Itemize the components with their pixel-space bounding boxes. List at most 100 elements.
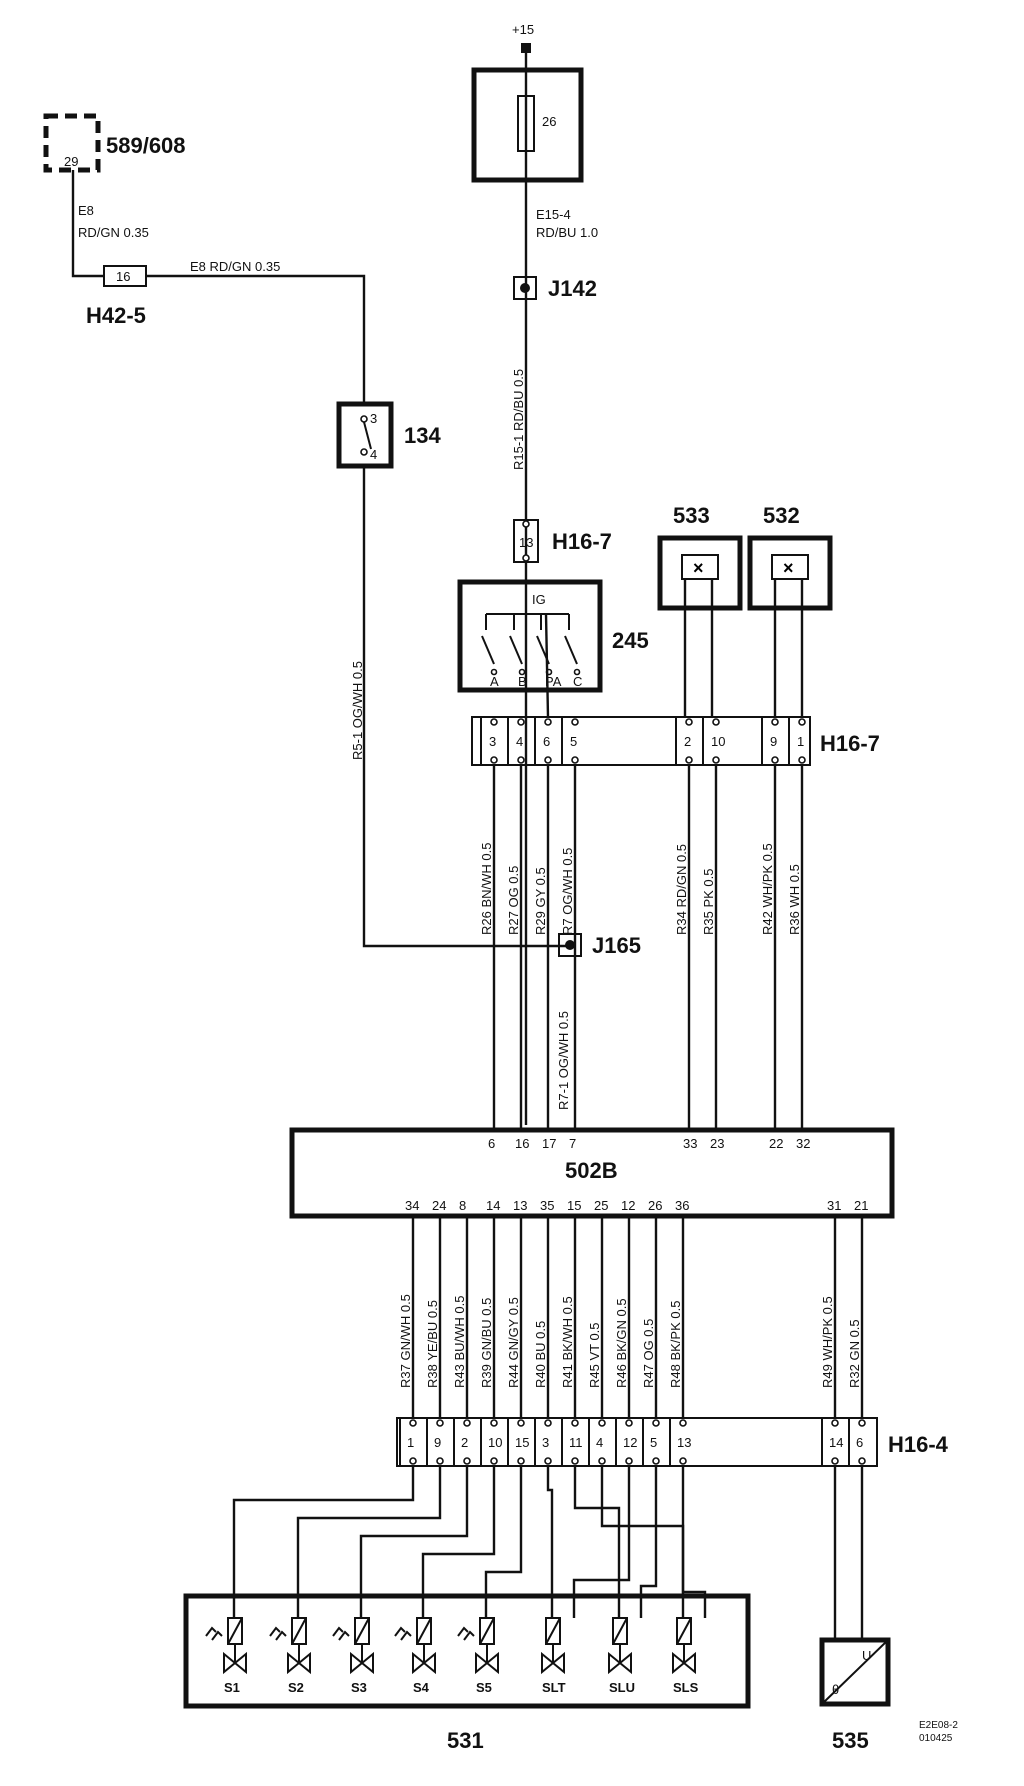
svg-text:134: 134 — [404, 423, 441, 448]
solenoid-valve: SLS — [672, 1617, 699, 1695]
h16-7-pin: 3 — [489, 734, 496, 749]
module-top-pin: 16 — [515, 1136, 529, 1151]
svg-text:θ: θ — [832, 1682, 839, 1697]
h16-4-pin: 6 — [856, 1435, 863, 1450]
solenoid-label: S1 — [224, 1680, 240, 1695]
module-top-pin: 22 — [769, 1136, 783, 1151]
h16-7-wire-label: R27 OG 0.5 — [506, 866, 521, 935]
h16-4-pin: 14 — [829, 1435, 843, 1450]
module-top-pin: 23 — [710, 1136, 724, 1151]
svg-text:+15: +15 — [512, 22, 534, 37]
h16-7-pin: 4 — [516, 734, 523, 749]
bottom-wire-label: R39 GN/BU 0.5 — [479, 1298, 494, 1388]
h16-7-wire-label: R34 RD/GN 0.5 — [674, 844, 689, 935]
doc-code: E2E08-2 010425 — [919, 1720, 958, 1744]
bottom-wire-label: R48 BK/PK 0.5 — [668, 1301, 683, 1388]
svg-text:535: 535 — [832, 1728, 869, 1753]
module-bottom-pin: 36 — [675, 1198, 689, 1213]
h16-7-wire-label: R7 OG/WH 0.5 — [560, 848, 575, 935]
svg-text:IG: IG — [532, 592, 546, 607]
solenoid-valve: S5 — [457, 1617, 499, 1695]
bottom-wire-label: R45 VT 0.5 — [587, 1322, 602, 1388]
svg-text:531: 531 — [447, 1728, 484, 1753]
module-top-pin: 17 — [542, 1136, 556, 1151]
module-bottom-pin: 24 — [432, 1198, 446, 1213]
h16-4-pin: 13 — [677, 1435, 691, 1450]
switch-134: 3 4 134 — [336, 401, 441, 469]
h16-4-pin: 15 — [515, 1435, 529, 1450]
svg-text:502B: 502B — [565, 1158, 618, 1183]
module-bottom-pin: 21 — [854, 1198, 868, 1213]
svg-text:26: 26 — [542, 114, 556, 129]
module-bottom-pin: 25 — [594, 1198, 608, 1213]
solenoid-label: SLT — [542, 1680, 566, 1695]
h16-4-pin: 10 — [488, 1435, 502, 1450]
solenoid-valve: S3 — [332, 1617, 374, 1695]
module-top-pin: 33 — [683, 1136, 697, 1151]
svg-text:4: 4 — [370, 447, 377, 462]
switch-245-term: C — [573, 674, 582, 689]
h16-7-wire-label: R35 PK 0.5 — [701, 869, 716, 936]
ecu-589-608: 29 589/608 — [43, 113, 186, 173]
svg-text:533: 533 — [673, 503, 710, 528]
wire-e15-label: E15-4 — [536, 207, 571, 222]
h16-7-pin: 9 — [770, 734, 777, 749]
h16-7-wire-label: R42 WH/PK 0.5 — [760, 843, 775, 935]
switch-245-term: A — [490, 674, 499, 689]
module-bottom-pin: 31 — [827, 1198, 841, 1213]
bottom-wire-label: R38 YE/BU 0.5 — [425, 1300, 440, 1388]
sensor-533: 533 × — [657, 503, 743, 611]
wire-e8-b: E8 RD/GN 0.35 — [190, 259, 280, 274]
wire-e8-label: E8 — [78, 203, 94, 218]
svg-text:589/608: 589/608 — [106, 133, 186, 158]
h16-7-pin: 1 — [797, 734, 804, 749]
svg-text:×: × — [693, 558, 704, 578]
module-bottom-pin: 12 — [621, 1198, 635, 1213]
svg-text:H16-7: H16-7 — [820, 731, 880, 756]
supply-terminal: +15 — [512, 22, 534, 53]
bottom-wire-label: R49 WH/PK 0.5 — [820, 1296, 835, 1388]
module-bottom-pin: 14 — [486, 1198, 500, 1213]
solenoid-valve: S2 — [269, 1617, 311, 1695]
bottom-wire-label: R32 GN 0.5 — [847, 1319, 862, 1388]
switch-245-term: B — [518, 674, 527, 689]
solenoid-label: SLU — [609, 1680, 635, 1695]
bottom-wire-label: R37 GN/WH 0.5 — [398, 1294, 413, 1388]
module-bottom-pin: 8 — [459, 1198, 466, 1213]
svg-text:U: U — [862, 1648, 871, 1663]
h16-4-pin: 9 — [434, 1435, 441, 1450]
wire-r7-1-label: R7-1 OG/WH 0.5 — [556, 1011, 571, 1110]
bottom-wire-label: R46 BK/GN 0.5 — [614, 1298, 629, 1388]
module-top-pin: 6 — [488, 1136, 495, 1151]
svg-text:H42-5: H42-5 — [86, 303, 146, 328]
module-bottom-pin: 34 — [405, 1198, 419, 1213]
h16-7-pin: 2 — [684, 734, 691, 749]
bottom-wire-label: R43 BU/WH 0.5 — [452, 1296, 467, 1388]
solenoid-label: S2 — [288, 1680, 304, 1695]
solenoid-label: S3 — [351, 1680, 367, 1695]
temp-sensor-535: U θ 535 — [819, 1637, 891, 1753]
h16-4-pin: 3 — [542, 1435, 549, 1450]
module-bottom-pin: 26 — [648, 1198, 662, 1213]
wire-e15-color: RD/BU 1.0 — [536, 225, 598, 240]
switch-245-term: PA — [545, 674, 562, 689]
bottom-wire-label: R44 GN/GY 0.5 — [506, 1297, 521, 1388]
svg-text:J142: J142 — [548, 276, 597, 301]
h16-4-pin: 12 — [623, 1435, 637, 1450]
module-top-pin: 32 — [796, 1136, 810, 1151]
svg-text:H16-7: H16-7 — [552, 529, 612, 554]
bottom-wire-label: R47 OG 0.5 — [641, 1319, 656, 1388]
h16-4-pin: 11 — [569, 1435, 583, 1450]
svg-text:010425: 010425 — [919, 1733, 953, 1744]
module-top-pin: 7 — [569, 1136, 576, 1151]
h16-7-pin: 6 — [543, 734, 550, 749]
module-bottom-pin: 13 — [513, 1198, 527, 1213]
wire-r15-label: R15-1 RD/BU 0.5 — [511, 369, 526, 470]
solenoid-label: SLS — [673, 1680, 699, 1695]
solenoid-valve: SLU — [608, 1617, 635, 1695]
svg-text:J165: J165 — [592, 933, 641, 958]
